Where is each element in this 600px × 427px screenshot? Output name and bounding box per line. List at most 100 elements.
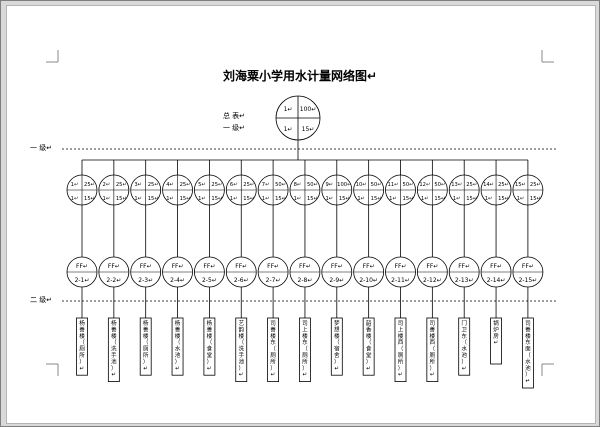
- level1-meter-tl: 7↵: [262, 182, 270, 188]
- level1-meter-br: 15↵: [371, 196, 382, 202]
- level1-meter-br: 15↵: [148, 196, 159, 202]
- level1-meter: 14↵25↵1↵15↵: [480, 174, 512, 206]
- level1-meter-bl: 1↵: [198, 196, 206, 202]
- level1-meter-br: 15↵: [339, 196, 350, 202]
- level2-meter-id: 2-15↵: [519, 277, 538, 284]
- level1-meter-tl: 4↵: [166, 182, 174, 188]
- level1-meter: 9↵ 100↵ 1↵ 15↵: [321, 174, 353, 206]
- location-label-text: 杨善楼（水池）↵: [175, 319, 181, 372]
- total-meter-level-label: 一 级↵: [223, 123, 245, 132]
- level1-meter: 11↵50↵1↵15↵: [385, 174, 416, 206]
- level2-meter: FF↵2-13↵: [448, 256, 480, 288]
- location-label-text: 杨善楼（洗手池）↵: [111, 319, 117, 378]
- location-label: 杨善楼（厕所）↵: [76, 317, 88, 376]
- level2-meter: FF↵2-8↵: [289, 256, 321, 288]
- level2-meter-type: FF↵: [235, 263, 247, 270]
- location-label: 司善楼东（厕所）↵: [267, 317, 280, 382]
- location-label: 韶香楼（食堂）↵: [362, 317, 375, 376]
- level1-meter-bl: 1↵: [230, 196, 238, 202]
- total-meter: 1↵ 100↵ 1↵ 15↵: [275, 95, 321, 141]
- level2-meter: FF↵2-15↵: [512, 256, 544, 288]
- level1-meter-bl: 1↵: [71, 196, 79, 202]
- level1-meter-tr: 50↵: [434, 182, 445, 188]
- level1-meter-br: 15↵: [307, 196, 318, 202]
- level1-meter-bl: 1↵: [166, 196, 174, 202]
- level1-meter-tr: 50↵: [307, 182, 318, 188]
- level2-meter-type: FF↵: [203, 263, 215, 270]
- location-label-text: 艺韵楼（洗手池）↵: [238, 320, 244, 378]
- level2-meter-type: FF↵: [299, 263, 311, 270]
- level1-meter-tl: 1↵: [71, 182, 79, 188]
- level1-meter: 7↵50↵1↵15↵: [257, 174, 289, 206]
- location-label: 梦想楼（宿舍）↵: [330, 317, 343, 376]
- level2-meter-type: FF↵: [490, 263, 502, 270]
- total-meter-label: 总 表↵: [223, 111, 245, 120]
- level1-meter: 5↵25↵1↵15↵: [193, 174, 225, 206]
- level1-meter: 8↵50↵1↵15↵: [289, 174, 321, 206]
- level1-meter-tr: 25↵: [498, 182, 509, 188]
- level2-meter-id: 2-13↵: [455, 277, 474, 284]
- level2-meter-type: FF↵: [76, 263, 88, 270]
- level2-meter: FF↵2-1↵: [66, 256, 98, 288]
- level1-meter-tr: 25↵: [116, 182, 127, 188]
- level2-meter-id: 2-7↵: [266, 277, 281, 284]
- location-label: 艺韵楼（洗手池）↵: [235, 317, 248, 382]
- level1-meter-bl: 1↵: [294, 196, 302, 202]
- location-label: 司善楼东面（水池）↵: [522, 317, 534, 389]
- location-label: 杨善楼（水池）↵: [171, 317, 184, 376]
- level1-meter-bl: 1↵: [325, 196, 333, 202]
- level1-meter-tl: 6↵: [230, 182, 238, 188]
- level2-meter: FF↵2-4↵: [162, 256, 193, 288]
- level1-meter-tl: 10↵: [356, 182, 367, 188]
- level2-meters-layer: FF↵2-1↵FF↵2-2↵FF↵2-3↵FF↵2-4↵FF↵2-5↵FF↵2-…: [66, 256, 544, 288]
- level1-meter-tl: 13↵: [451, 182, 462, 188]
- location-label-text: 韶香楼（食堂）↵: [366, 319, 372, 372]
- level1-meter-tl: 9↵: [325, 182, 333, 188]
- location-label-text: 门卫东（水池）↵: [461, 319, 467, 372]
- level1-meter-tr: 25↵: [243, 182, 254, 188]
- total-meter-tr: 100↵: [300, 106, 316, 113]
- location-label-text: 杨善楼（厕所）↵: [79, 319, 85, 372]
- level1-meter-br: 15↵: [403, 196, 414, 202]
- level2-meter-id: 2-14↵: [487, 277, 506, 284]
- location-label: 门卫东（水池）↵: [458, 317, 471, 376]
- location-labels-layer: 杨善楼（厕所）↵杨善楼（洗手池）↵杨善楼（厕所）↵杨善楼（水池）↵杨善楼（食堂）…: [76, 317, 534, 389]
- level2-meter-id: 2-6↵: [234, 277, 249, 284]
- level1-meter-tl: 12↵: [419, 182, 430, 188]
- location-label-text: 司善楼东（厕所）↵: [270, 320, 276, 378]
- level1-meter-bl: 1↵: [357, 196, 365, 202]
- location-label-text: 司善楼东面（水池）↵: [525, 320, 531, 385]
- location-label-text: 司上楼西（厕所）↵: [398, 320, 404, 378]
- level1-meter-bl: 1↵: [389, 196, 397, 202]
- level1-meters-layer: 1↵25↵1↵15↵2↵25↵1↵15↵3↵25↵1↵15↵4↵25↵1↵15↵…: [66, 174, 544, 206]
- level1-meter-bl: 1↵: [103, 196, 111, 202]
- level2-meter-id: 2-9↵: [329, 277, 344, 284]
- level1-meter: 1↵25↵1↵15↵: [66, 174, 98, 206]
- level2-meter: FF↵2-2↵: [98, 256, 130, 288]
- level1-meter-tr: 50↵: [371, 182, 382, 188]
- level1-meter-br: 15↵: [180, 196, 191, 202]
- level2-meter: FF↵2-11↵: [385, 256, 416, 288]
- level1-meter: 6↵25↵1↵15↵: [225, 174, 257, 206]
- level2-meter-id: 2-3↵: [138, 277, 153, 284]
- level1-meter-tr: 25↵: [180, 182, 191, 188]
- level2-meter: FF↵2-7↵: [257, 256, 289, 288]
- level1-meter-tr: 50↵: [403, 182, 414, 188]
- level1-meter: 13↵25↵1↵15↵: [448, 174, 480, 206]
- level1-meter-br: 15↵: [434, 196, 445, 202]
- page-corner-marks: [46, 50, 554, 376]
- level1-meter: 10↵ 50↵ 1↵ 15↵: [353, 174, 385, 206]
- diagram-title: 刘海粟小学用水计量网络图↵: [223, 68, 377, 83]
- level1-meter: 4↵ 25↵ 1↵ 15↵: [162, 174, 193, 206]
- level2-meter-type: FF↵: [331, 263, 343, 270]
- level2-meter-id: 2-2↵: [106, 277, 121, 284]
- level1-meter-tr: 100↵: [337, 182, 351, 188]
- level2-meter-id: 2-4↵: [170, 277, 185, 284]
- location-label-text: 杨善楼（食堂）↵: [207, 319, 213, 372]
- level2-meter-id: 2-5↵: [202, 277, 217, 284]
- level2-meter: FF↵ 2-9↵: [321, 256, 353, 288]
- level1-meter: 15↵25↵1↵15↵: [512, 174, 544, 206]
- level1-meter-tl: 5↵: [198, 182, 206, 188]
- level1-meter-tr: 25↵: [466, 182, 477, 188]
